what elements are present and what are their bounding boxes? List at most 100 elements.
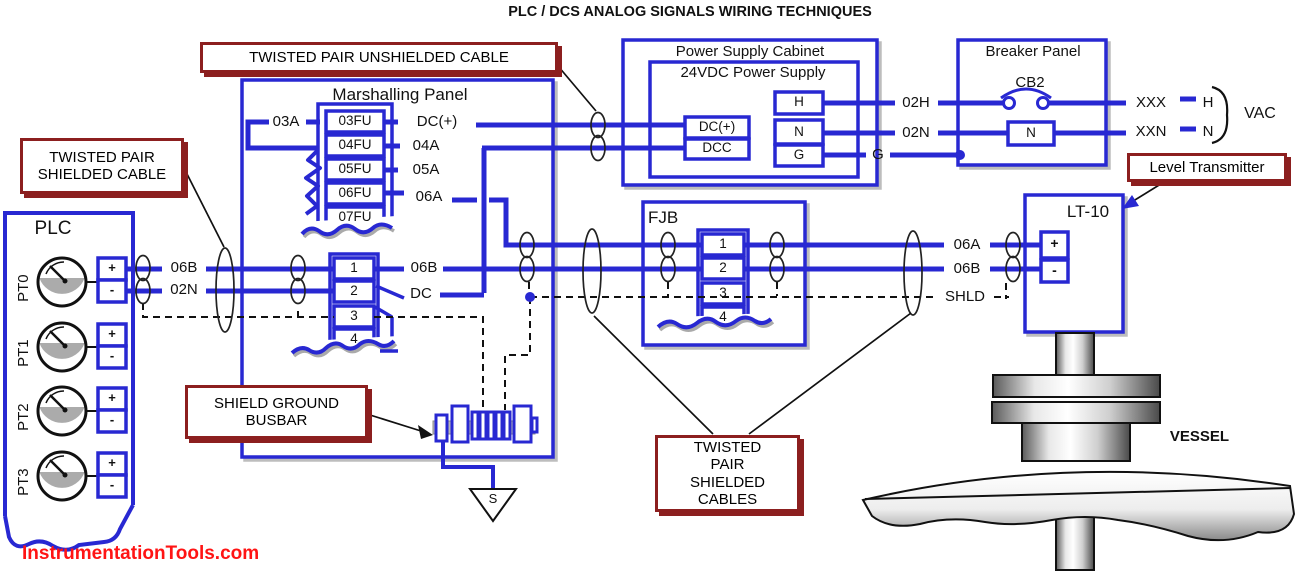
gauge-pt3 (36, 450, 98, 502)
wire-g: G (872, 146, 884, 163)
vac-label: VAC (1244, 105, 1276, 122)
ps-n: N (794, 124, 804, 139)
wire-04a: 04A (412, 137, 440, 154)
pt1-minus: - (109, 348, 115, 363)
gauge-pt0 (36, 256, 98, 308)
cb2-label: CB2 (1015, 74, 1045, 91)
wire-dc-out: DC (410, 285, 432, 302)
wire-05a: 05A (412, 161, 440, 178)
torn-edges (290, 216, 790, 362)
wires (125, 96, 1196, 348)
ps-h: H (794, 94, 804, 109)
plc-title: PLC (34, 218, 72, 239)
pt1-plus: + (108, 326, 116, 341)
pt3-minus: - (109, 477, 115, 492)
vessel-label: VESSEL (1169, 428, 1230, 445)
vac-bracket (1211, 85, 1229, 145)
callout-unshielded-cable: TWISTED PAIR UNSHIELDED CABLE (200, 42, 558, 73)
wire-06a-m: 06A (415, 188, 443, 205)
fuse-03fu: 03FU (338, 113, 372, 128)
marshalling-title: Marshalling Panel (332, 85, 468, 104)
fuse-06fu: 06FU (338, 185, 372, 200)
wire-xxn: XXN (1135, 123, 1167, 140)
m-terminal-2: 2 (350, 283, 358, 298)
m-terminal-4: 4 (350, 331, 358, 346)
pt3-label: PT3 (14, 468, 32, 496)
fuse-bus-zigzag (304, 148, 322, 216)
vessel-assembly (861, 332, 1296, 571)
callout-shielded-text: TWISTED PAIR SHIELDED CABLE (37, 148, 167, 183)
fuse-05fu: 05FU (338, 161, 372, 176)
breaker-title: Breaker Panel (985, 43, 1081, 60)
plc-analog-gauges (36, 256, 128, 502)
breaker-cb2-symbol (1000, 87, 1052, 110)
lt10-tag: LT-10 (1066, 202, 1110, 221)
fuse-07fu: 07FU (338, 209, 372, 224)
callout-shielded-cables: TWISTED PAIR SHIELDED CABLES (655, 435, 800, 512)
vessel-head (861, 470, 1296, 542)
earth-s-label: S (488, 491, 498, 506)
wire-shld: SHLD (944, 288, 985, 305)
callout-unshielded-text: TWISTED PAIR UNSHIELDED CABLE (249, 48, 509, 66)
fjb-terminal-1: 1 (719, 236, 727, 251)
pt1-label: PT1 (14, 339, 32, 367)
vessel-head-seam (864, 487, 1292, 500)
pt2-label: PT2 (14, 403, 32, 431)
wire-03a: 03A (272, 113, 300, 130)
shield-drain-wires (142, 282, 1009, 410)
lt10-minus-box (1039, 258, 1070, 284)
pt0-minus: - (109, 282, 115, 297)
fuse-04fu: 04FU (338, 137, 372, 152)
wire-06b-fjb: 06B (953, 260, 981, 277)
twisted-pair-symbols (135, 111, 1021, 305)
shield-junction-dot (525, 292, 535, 302)
lt10-plus: + (1050, 235, 1059, 251)
gauge-pt2 (36, 385, 98, 437)
transmitter-stem (1055, 332, 1095, 378)
term-n: N (1202, 123, 1214, 140)
busbar-arrowhead (418, 425, 433, 439)
callout-level-text: Level Transmitter (1149, 158, 1265, 176)
ground-junction-dot (955, 150, 965, 160)
callout-ground-text: SHIELD GROUND BUSBAR (213, 394, 340, 429)
pt0-label: PT0 (14, 274, 32, 302)
callout-level-transmitter: Level Transmitter (1127, 153, 1287, 182)
lt10-plus-box (1039, 230, 1070, 260)
wire-06a-fjb: 06A (953, 236, 981, 253)
wire-dcplus: DC(+) (416, 113, 458, 130)
pt2-plus: + (108, 390, 116, 405)
level-transmitter-arrowhead (1122, 195, 1139, 209)
callout-shield-ground-busbar: SHIELD GROUND BUSBAR (185, 385, 368, 439)
fjb-terminal-3: 3 (719, 285, 727, 300)
wire-06b-out: 06B (410, 259, 438, 276)
m-terminal-1: 1 (350, 260, 358, 275)
callout-shielded-cable: TWISTED PAIR SHIELDED CABLE (20, 138, 184, 194)
shield-ground-busbar (432, 404, 539, 523)
earth-ground-symbol (468, 488, 518, 523)
cable-jacket-symbols (215, 228, 923, 333)
pt3-plus: + (108, 455, 116, 470)
plc-torn-edge (3, 504, 135, 552)
term-h: H (1202, 94, 1214, 111)
breaker-neutral-box (1006, 120, 1056, 147)
callout-pointers (185, 65, 1165, 435)
flange-lower (991, 401, 1161, 424)
vessel-nozzle (1021, 422, 1131, 462)
page-title: PLC / DCS ANALOG SIGNALS WIRING TECHNIQU… (508, 4, 872, 20)
wire-02n-ps: 02N (902, 124, 930, 141)
wire-02h: 02H (902, 94, 930, 111)
fjb-title: FJB (648, 208, 679, 227)
pt0-plus: + (108, 260, 116, 275)
plc-terminal-boxes (96, 256, 128, 499)
ps-g: G (793, 147, 805, 162)
fjb-terminal-2: 2 (719, 260, 727, 275)
watermark: InstrumentationTools.com (22, 543, 260, 564)
lt10-minus: - (1052, 262, 1057, 278)
power-terminal-boxes (683, 90, 1070, 284)
breaker-neutral-label: N (1026, 125, 1036, 140)
wire-06b-plc: 06B (170, 259, 198, 276)
ps-dcplus: DC(+) (698, 119, 736, 134)
gauge-pt1 (36, 321, 98, 373)
